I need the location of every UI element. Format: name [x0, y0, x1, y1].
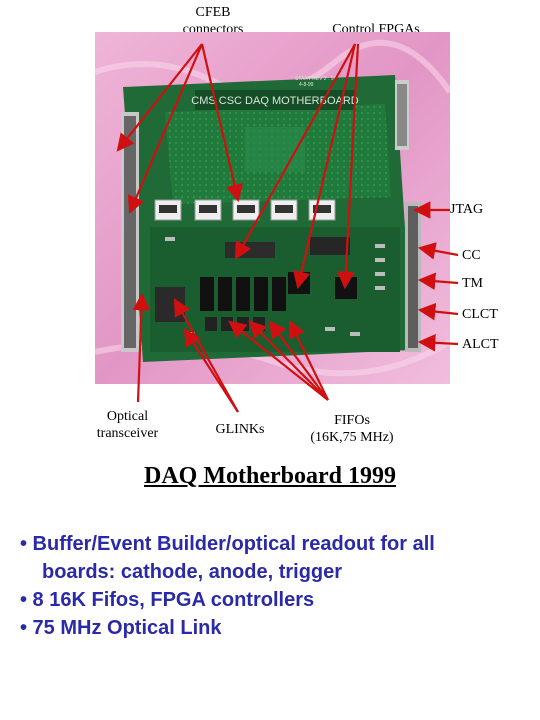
board-silkscreen-title: CMS CSC DAQ MOTHERBOARD	[191, 95, 359, 107]
fifos-label-line1: FIFOs	[334, 413, 370, 428]
board-silkscreen-date: 4-8-99	[299, 82, 314, 88]
cc-label: CC	[462, 248, 481, 263]
optical-transceiver-label: Optical transceiver	[80, 408, 175, 442]
tm-label: TM	[462, 276, 483, 291]
bullet-1-continued: boards: cathode, anode, trigger	[42, 561, 343, 583]
bullet-list: • Buffer/Event Builder/optical readout f…	[20, 530, 530, 642]
cfeb-label-line1: CFEB	[195, 5, 231, 20]
bullet-2: • 8 16K Fifos, FPGA controllers	[20, 589, 315, 611]
bullet-3: • 75 MHz Optical Link	[20, 617, 222, 639]
fifos-label-line2: (16K,75 MHz)	[310, 430, 394, 445]
alct-label: ALCT	[462, 337, 499, 352]
optical-label-line2: transceiver	[96, 426, 159, 441]
clct-label: CLCT	[462, 307, 498, 322]
jtag-label: JTAG	[450, 202, 484, 217]
slide-title: DAQ Motherboard 1999	[144, 463, 396, 489]
fifos-label: FIFOs (16K,75 MHz)	[292, 412, 412, 446]
bullet-1: • Buffer/Event Builder/optical readout f…	[20, 533, 435, 555]
glinks-label: GLINKs	[215, 422, 265, 437]
optical-label-line1: Optical	[106, 409, 149, 424]
motherboard-photo: CMS CSC DAQ MOTHERBOARD START REV 2 . 99…	[95, 32, 450, 384]
